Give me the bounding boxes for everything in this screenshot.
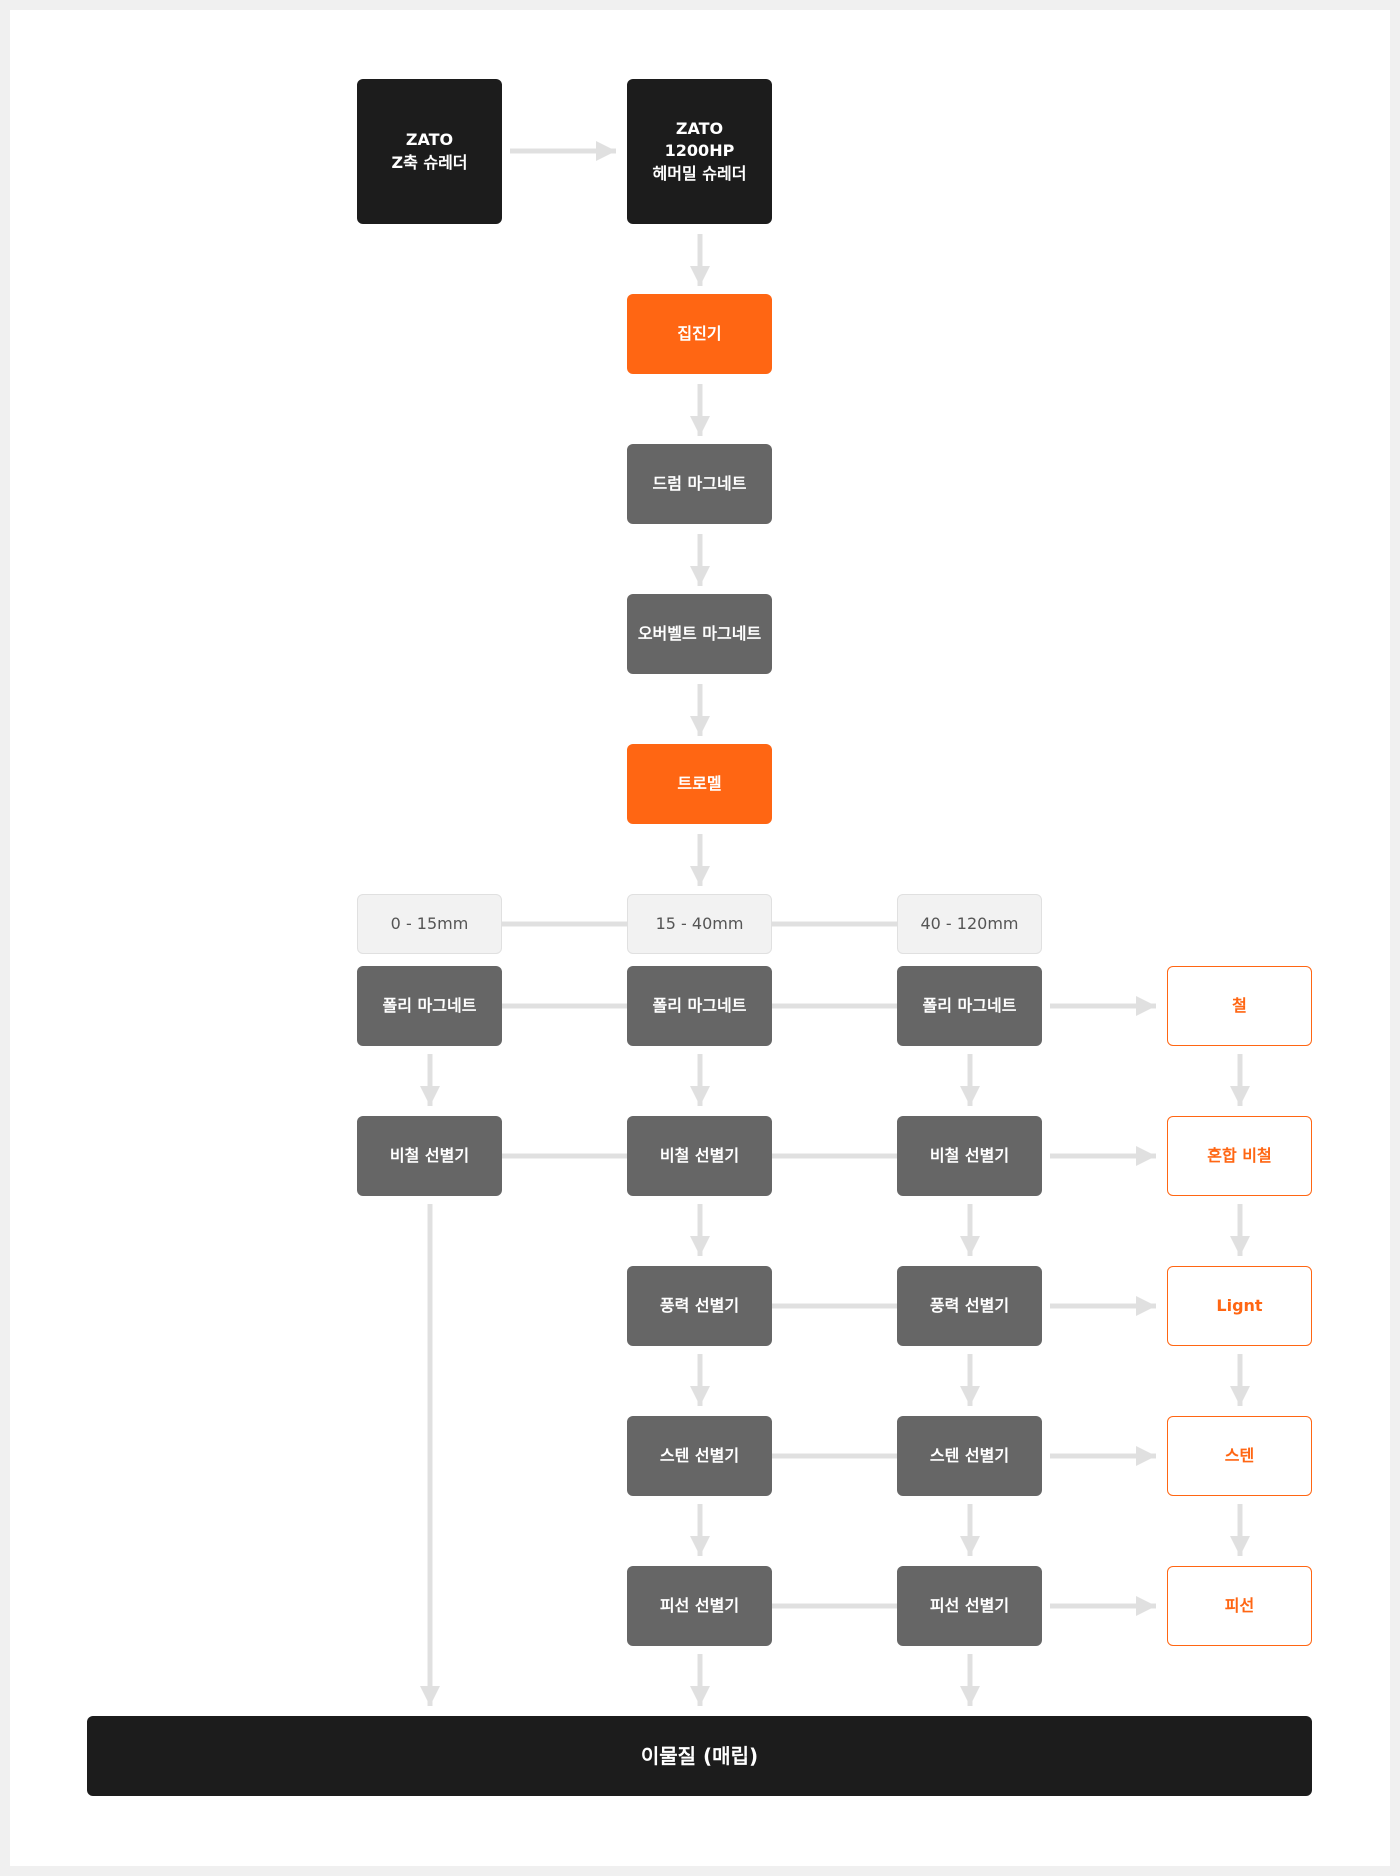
overbelt-magnet-node: 오버벨트 마그네트 xyxy=(627,594,772,674)
shredder-z-node: ZATO Z축 슈레더 xyxy=(357,79,502,224)
small-poly-magnet: 폴리 마그네트 xyxy=(357,966,502,1046)
medium-wind-separator: 풍력 선별기 xyxy=(627,1266,772,1346)
medium-stainless-separator: 스텐 선별기 xyxy=(627,1416,772,1496)
large-wire-separator: 피선 선별기 xyxy=(897,1566,1042,1646)
medium-poly-magnet: 폴리 마그네트 xyxy=(627,966,772,1046)
output-light: Lignt xyxy=(1167,1266,1312,1346)
output-iron: 철 xyxy=(1167,966,1312,1046)
large-stainless-separator: 스텐 선별기 xyxy=(897,1416,1042,1496)
collector-node: 집진기 xyxy=(627,294,772,374)
large-poly-magnet: 폴리 마그네트 xyxy=(897,966,1042,1046)
drum-magnet-node: 드럼 마그네트 xyxy=(627,444,772,524)
output-wire: 피선 xyxy=(1167,1566,1312,1646)
small-nonferrous-separator: 비철 선별기 xyxy=(357,1116,502,1196)
output-stainless: 스텐 xyxy=(1167,1416,1312,1496)
medium-wire-separator: 피선 선별기 xyxy=(627,1566,772,1646)
size-range-medium: 15 - 40mm xyxy=(627,894,772,954)
size-range-large: 40 - 120mm xyxy=(897,894,1042,954)
residue-landfill-node: 이물질 (매립) xyxy=(87,1716,1312,1796)
trommel-node: 트로멜 xyxy=(627,744,772,824)
output-mixed-nonferrous: 혼합 비철 xyxy=(1167,1116,1312,1196)
medium-nonferrous-separator: 비철 선별기 xyxy=(627,1116,772,1196)
size-range-small: 0 - 15mm xyxy=(357,894,502,954)
large-wind-separator: 풍력 선별기 xyxy=(897,1266,1042,1346)
large-nonferrous-separator: 비철 선별기 xyxy=(897,1116,1042,1196)
hammer-shredder-node: ZATO 1200HP 헤머밀 슈레더 xyxy=(627,79,772,224)
